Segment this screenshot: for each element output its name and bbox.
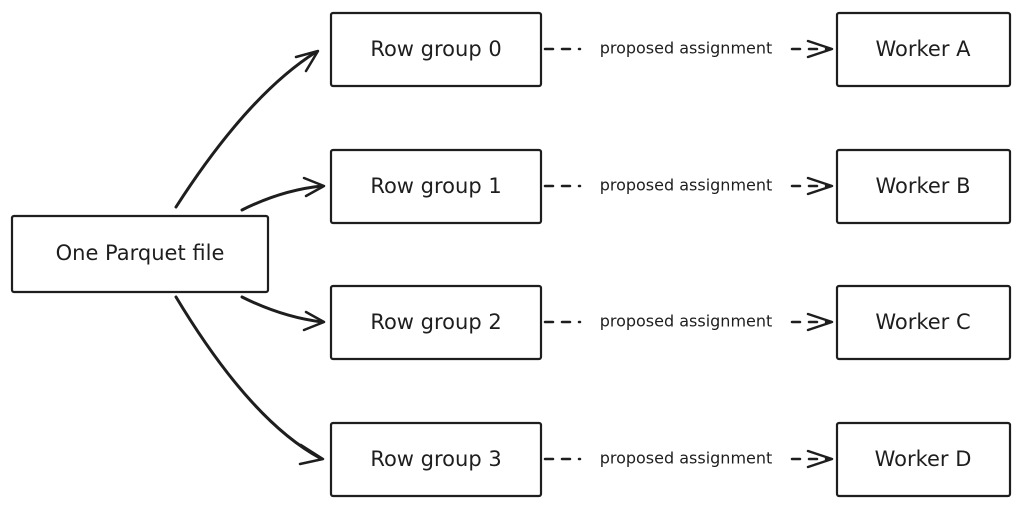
edge-file-to-rowgroup-1 bbox=[240, 184, 324, 212]
worker-d-box bbox=[835, 421, 1012, 498]
arrow-head-rowgroup-0 bbox=[294, 49, 320, 73]
dashed-arrow-head-3 bbox=[806, 449, 834, 469]
rowgroup-2-label: Row group 2 bbox=[370, 310, 501, 334]
worker-c-box bbox=[835, 284, 1012, 361]
assignment-row-3: Row group 3 proposed assignment Worker D bbox=[329, 421, 1012, 498]
dashed-arrow-head-0 bbox=[806, 39, 834, 59]
assignment-row-0: Row group 0 proposed assignment Worker A bbox=[329, 11, 1012, 88]
edge-label-0: proposed assignment bbox=[600, 39, 773, 58]
parquet-file-label: One Parquet file bbox=[56, 241, 225, 265]
rowgroup-0-label: Row group 0 bbox=[370, 37, 501, 61]
rowgroup-3-box bbox=[329, 421, 543, 498]
dashed-arrow-head-2 bbox=[806, 312, 834, 332]
dashed-arrow-head-1 bbox=[806, 176, 834, 196]
rowgroup-3-label: Row group 3 bbox=[370, 447, 501, 471]
edge-label-3: proposed assignment bbox=[600, 449, 773, 468]
worker-b-label: Worker B bbox=[875, 174, 970, 198]
worker-b-box bbox=[835, 148, 1012, 225]
edge-file-to-rowgroup-0 bbox=[174, 50, 318, 209]
parquet-file-node: One Parquet file bbox=[10, 214, 270, 294]
arrow-head-rowgroup-3 bbox=[298, 443, 325, 466]
worker-a-box bbox=[835, 11, 1012, 88]
edge-label-1: proposed assignment bbox=[600, 176, 773, 195]
worker-d-label: Worker D bbox=[875, 447, 972, 471]
assignment-row-1: Row group 1 proposed assignment Worker B bbox=[329, 148, 1012, 225]
worker-c-label: Worker C bbox=[875, 310, 970, 334]
arrow-head-rowgroup-2 bbox=[302, 310, 326, 332]
assignment-row-2: Row group 2 proposed assignment Worker C bbox=[329, 284, 1012, 361]
rowgroup-1-label: Row group 1 bbox=[370, 174, 501, 198]
rowgroup-2-box bbox=[329, 284, 543, 361]
edge-label-2: proposed assignment bbox=[600, 312, 773, 331]
file-to-rowgroup-edges bbox=[174, 49, 326, 466]
rowgroup-0-box bbox=[329, 11, 543, 88]
rowgroup-1-box bbox=[329, 148, 543, 225]
arrow-head-rowgroup-1 bbox=[302, 176, 326, 198]
worker-a-label: Worker A bbox=[875, 37, 971, 61]
edge-file-to-rowgroup-3 bbox=[174, 295, 322, 460]
edge-file-to-rowgroup-2 bbox=[240, 295, 324, 324]
